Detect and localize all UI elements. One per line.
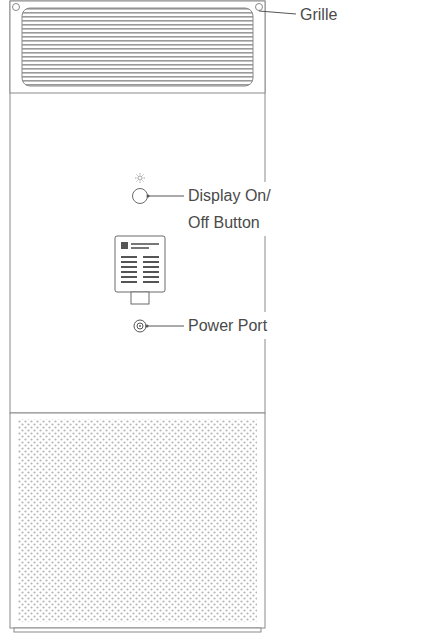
grille-frame: [10, 1, 265, 93]
lower-housing: [10, 413, 265, 628]
power-port: [134, 320, 146, 332]
leader-line: [147, 326, 184, 327]
power-port-pin: [139, 325, 141, 327]
callout-label: Power Port: [186, 312, 320, 339]
leader-dot: [147, 195, 150, 198]
leader-dot: [146, 325, 149, 328]
grille-slats: [22, 8, 253, 86]
sticker-tab: [131, 292, 149, 304]
sun-icon: [135, 173, 145, 183]
leader-line: [259, 11, 296, 14]
callout-label: Display On/ Off Button: [186, 182, 294, 236]
sticker-text: [131, 243, 159, 245]
base: [14, 628, 261, 632]
label-sticker: [115, 236, 165, 292]
screw-hole: [256, 4, 263, 11]
sticker-text: [131, 247, 149, 249]
sticker-lines: [121, 256, 159, 283]
sticker-logo: [121, 242, 128, 249]
callout-label: Grille: [298, 1, 412, 28]
display-button: [133, 189, 148, 204]
leader-line: [148, 196, 184, 197]
screw-hole: [13, 4, 20, 11]
perforated-panel: [18, 419, 257, 622]
power-port-pin: [137, 323, 143, 329]
